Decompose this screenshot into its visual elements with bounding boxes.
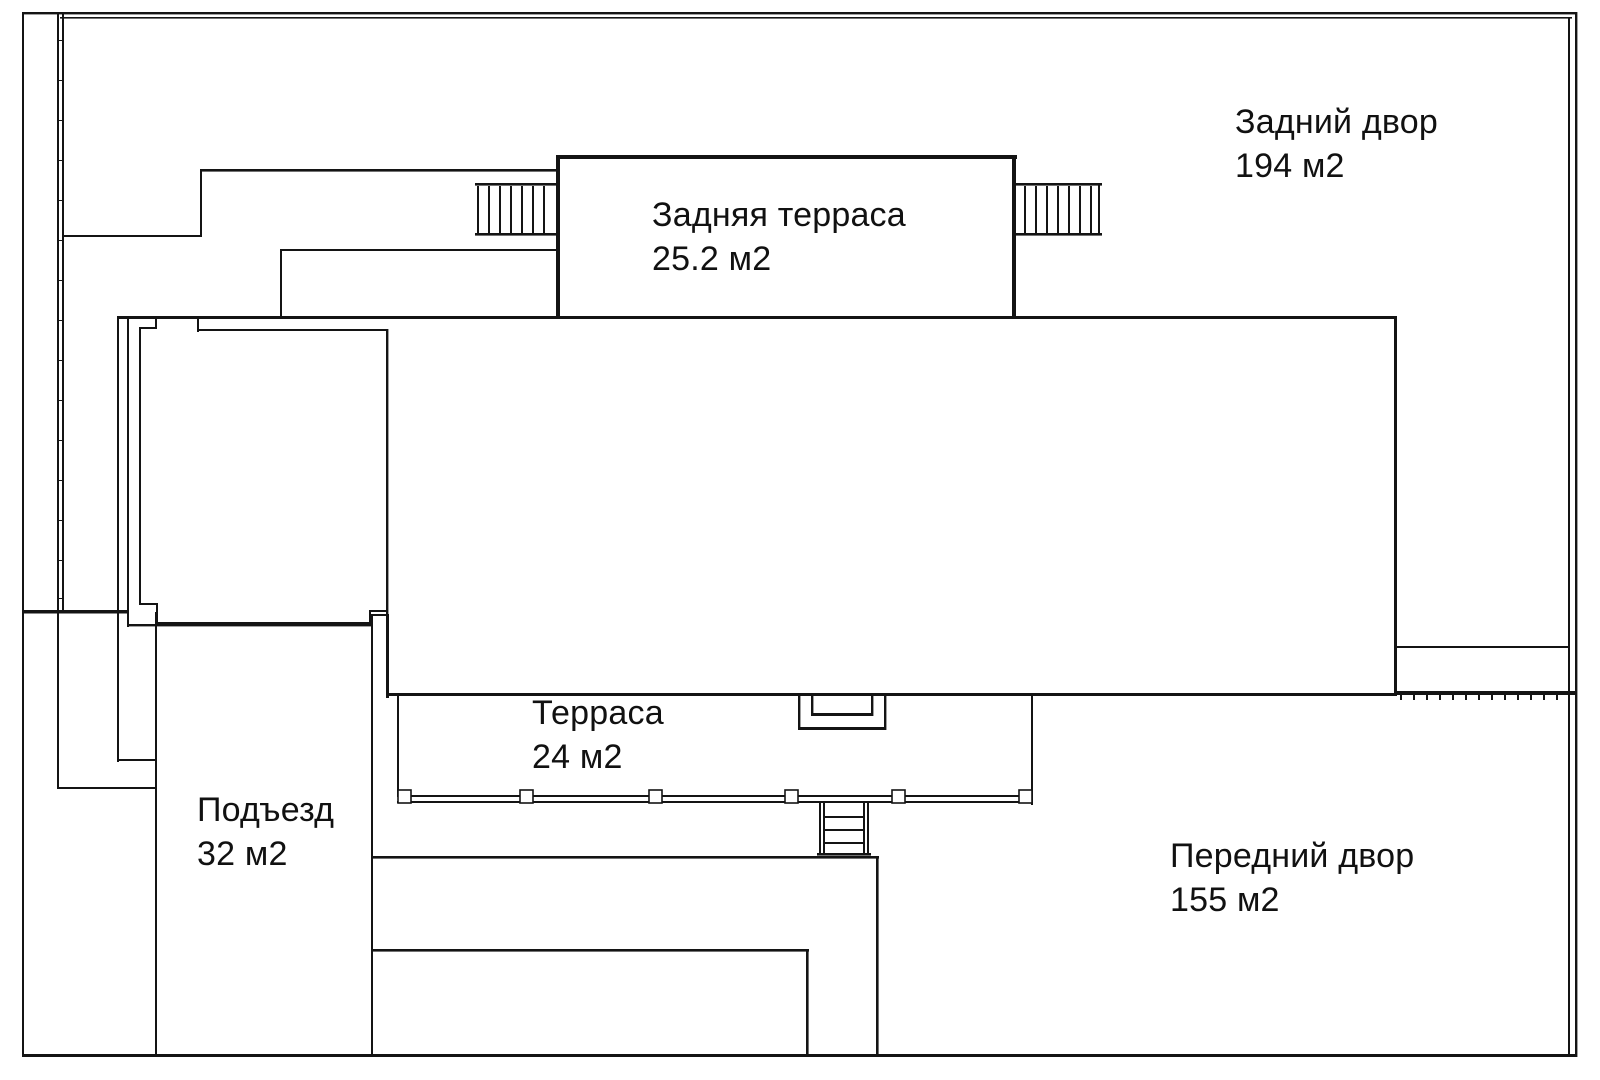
front-terrace-outline xyxy=(397,696,1033,805)
main-building-outline xyxy=(117,316,1397,762)
back-terrace-stairs-left xyxy=(475,183,559,236)
area-label-back-yard: Задний двор 194 м2 xyxy=(1235,100,1438,188)
area-size: 155 м2 xyxy=(1170,881,1280,919)
area-size: 194 м2 xyxy=(1235,147,1345,185)
front-terrace-posts xyxy=(397,789,1033,804)
area-label-back-terrace: Задняя терраса 25.2 м2 xyxy=(652,193,906,281)
entry-threshold xyxy=(798,696,887,730)
area-size: 32 м2 xyxy=(197,835,288,873)
right-fence-band xyxy=(1394,646,1577,700)
area-size: 25.2 м2 xyxy=(652,240,772,278)
left-yard-steps xyxy=(57,612,157,789)
back-terrace-outline xyxy=(556,155,1017,318)
left-wing-inner-room xyxy=(139,316,389,624)
area-size: 24 м2 xyxy=(532,738,623,776)
back-terrace-stairs-right xyxy=(1014,183,1102,236)
front-parking-outline xyxy=(371,856,879,1057)
backyard-boundary-steps xyxy=(62,169,559,318)
area-label-driveway: Подъезд 32 м2 xyxy=(197,788,334,876)
area-label-terrace: Терраса 24 м2 xyxy=(532,691,664,779)
area-label-front-yard: Передний двор 155 м2 xyxy=(1170,834,1414,922)
left-fence-wall xyxy=(22,14,128,614)
area-title: Подъезд xyxy=(197,791,335,829)
area-title: Терраса xyxy=(532,694,664,732)
driveway-outline xyxy=(155,612,373,1057)
area-title: Задний двор xyxy=(1235,103,1439,141)
front-stairs xyxy=(817,803,871,856)
site-boundary xyxy=(22,12,1578,1057)
area-title: Передний двор xyxy=(1170,837,1415,875)
area-title: Задняя терраса xyxy=(652,196,906,234)
